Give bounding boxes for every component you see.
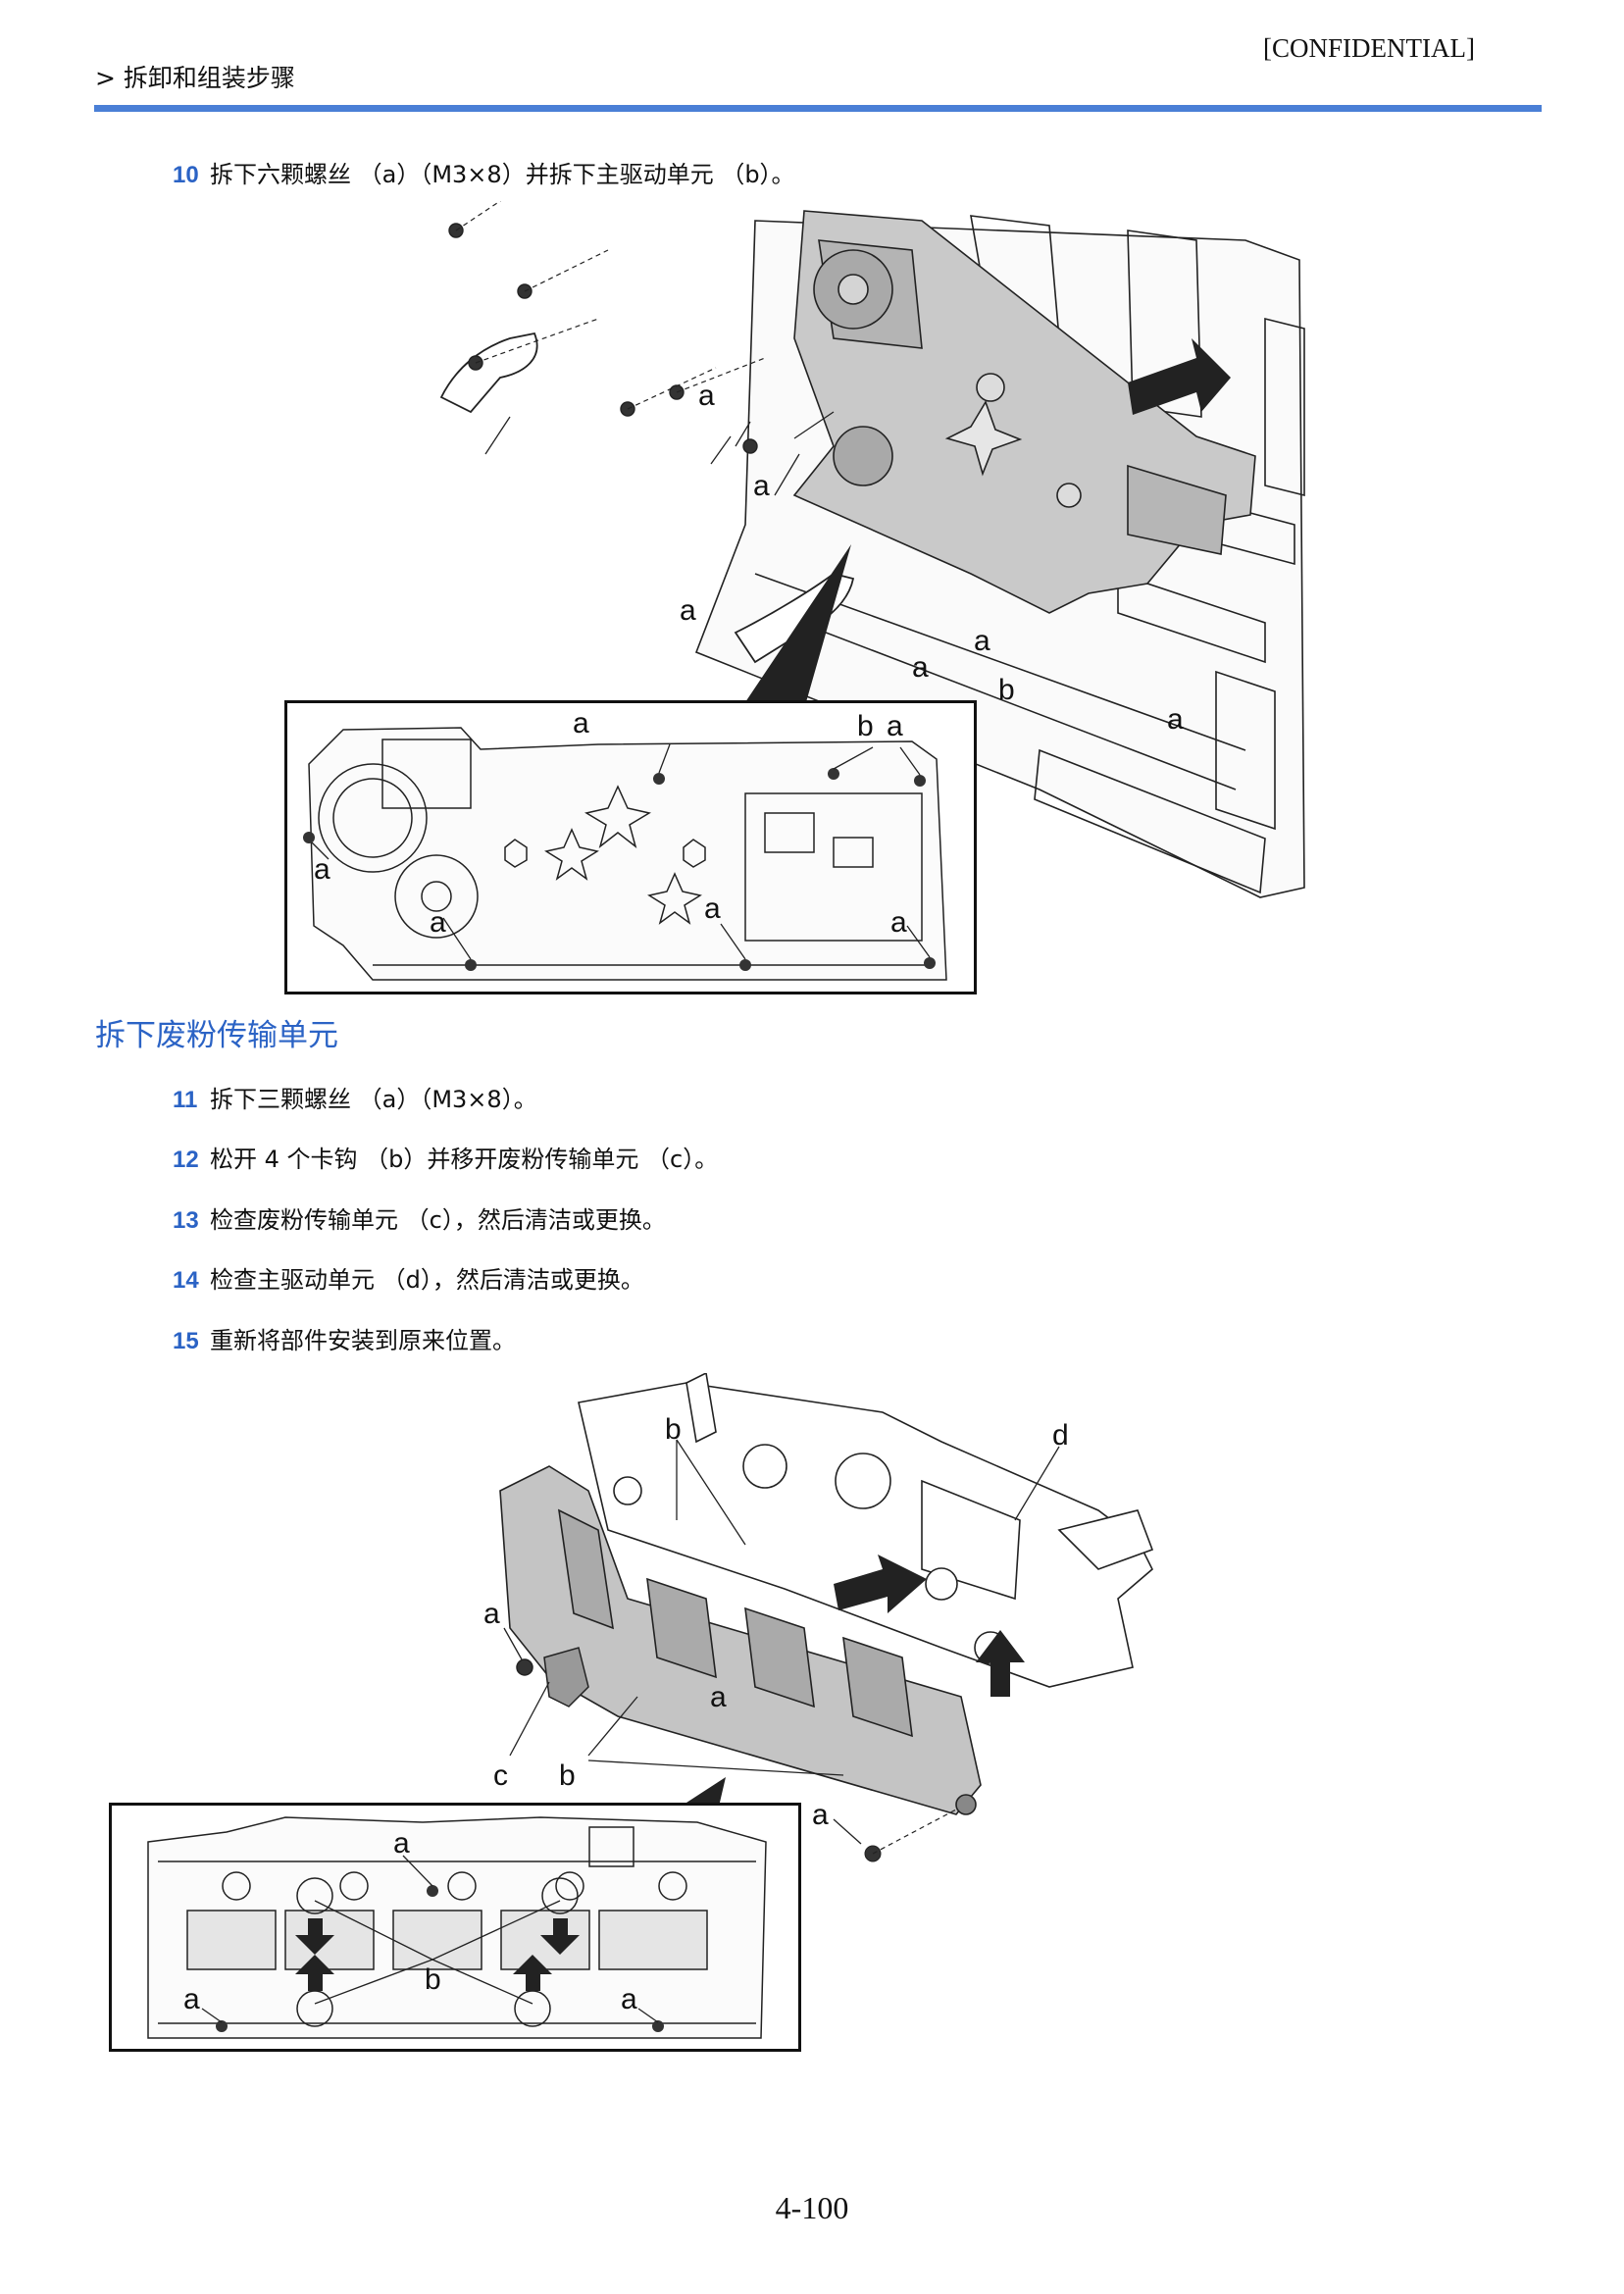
step-number: 15 bbox=[173, 1328, 199, 1354]
step-13: 13 检查废粉传输单元 （c），然后清洁或更换。 bbox=[173, 1200, 666, 1235]
gear-bracket bbox=[516, 1647, 589, 1708]
callout-a: a bbox=[1167, 703, 1184, 736]
step-14: 14 检查主驱动单元 （d），然后清洁或更换。 bbox=[173, 1260, 644, 1295]
screw-icon bbox=[924, 957, 936, 969]
inset-callout-a: a bbox=[183, 1983, 200, 2015]
step-12: 12 松开 4 个卡钩 （b）并移开废粉传输单元 （c）。 bbox=[173, 1140, 718, 1174]
inset-callout-a: a bbox=[314, 853, 330, 886]
step-text: 松开 4 个卡钩 （b）并移开废粉传输单元 （c）。 bbox=[210, 1146, 719, 1173]
section-heading: 拆下废粉传输单元 bbox=[95, 1018, 338, 1053]
main-drive-unit bbox=[792, 210, 1256, 614]
header-rule bbox=[94, 105, 1542, 112]
screw-icon bbox=[914, 775, 926, 787]
inset-callout-a: a bbox=[621, 1983, 637, 2015]
step-text: 拆下六颗螺丝 （a）（M3×8）并拆下主驱动单元 （b）。 bbox=[210, 161, 795, 188]
callout-a: a bbox=[753, 470, 770, 502]
step-number: 11 bbox=[173, 1087, 198, 1113]
step-text: 检查废粉传输单元 （c），然后清洁或更换。 bbox=[210, 1206, 666, 1234]
screw-icon bbox=[742, 438, 758, 454]
removal-arrow-icon bbox=[834, 1555, 927, 1613]
step-text: 拆下三颗螺丝 （a）（M3×8）。 bbox=[210, 1086, 537, 1113]
step-number: 14 bbox=[173, 1267, 199, 1294]
step-11: 11 拆下三颗螺丝 （a）（M3×8）。 bbox=[173, 1080, 537, 1114]
page-number: 4-100 bbox=[775, 2190, 849, 2225]
callout-d: d bbox=[1052, 1419, 1069, 1452]
callout-c: c bbox=[493, 1759, 508, 1792]
down-arrow-icon bbox=[540, 1918, 580, 1955]
step-number: 12 bbox=[173, 1147, 199, 1173]
lift-arrow-icon bbox=[976, 1630, 1025, 1697]
figure1-labels: a a a a a b a bbox=[680, 380, 1184, 736]
inset-callout-a: a bbox=[890, 906, 907, 939]
inset-callout-b: b bbox=[425, 1963, 441, 1996]
step-10: 10 拆下六颗螺丝 （a）（M3×8）并拆下主驱动单元 （b）。 bbox=[173, 155, 795, 189]
inset-callout-a: a bbox=[393, 1827, 410, 1860]
main-drive-detail-inset: a b a a a a a bbox=[284, 700, 977, 994]
callout-b: b bbox=[559, 1759, 576, 1792]
step-text: 检查主驱动单元 （d），然后清洁或更换。 bbox=[210, 1266, 644, 1294]
callout-a: a bbox=[974, 625, 990, 657]
removal-arrow-icon bbox=[1128, 338, 1231, 415]
screw-icon bbox=[427, 1885, 438, 1897]
breadcrumb[interactable]: > 拆卸和组装步骤 bbox=[95, 64, 295, 92]
step-number: 10 bbox=[173, 162, 199, 188]
step-number: 13 bbox=[173, 1207, 199, 1234]
callout-a: a bbox=[912, 651, 929, 684]
waste-toner-unit-diagram: b d a a c b a bbox=[483, 1373, 1154, 1862]
waste-toner-unit bbox=[499, 1465, 982, 1815]
inset-callout-b: b bbox=[857, 710, 874, 742]
inset-callout-a: a bbox=[573, 707, 589, 739]
screw-icon bbox=[465, 959, 477, 971]
screw-icon bbox=[828, 768, 839, 780]
step-text: 重新将部件安装到原来位置。 bbox=[210, 1327, 516, 1354]
callout-a: a bbox=[812, 1799, 829, 1831]
up-arrow-icon bbox=[295, 1955, 334, 1991]
confidential-label: [CONFIDENTIAL] bbox=[1263, 33, 1475, 63]
callout-a: a bbox=[710, 1681, 727, 1713]
callout-b: b bbox=[998, 674, 1015, 706]
down-arrow-icon bbox=[295, 1918, 334, 1955]
callout-a: a bbox=[680, 594, 696, 627]
callout-a: a bbox=[698, 380, 715, 412]
callout-b: b bbox=[665, 1413, 682, 1446]
inset-callout-a: a bbox=[704, 892, 721, 925]
screw-icon bbox=[652, 2020, 664, 2032]
main-drive-unit-diagram: a a bbox=[439, 201, 1305, 898]
screw-icon bbox=[216, 2020, 228, 2032]
inset-callout-a: a bbox=[430, 906, 446, 939]
step-15: 15 重新将部件安装到原来位置。 bbox=[173, 1321, 516, 1355]
waste-toner-detail-inset: a b a a bbox=[109, 1803, 801, 2052]
screw-icon bbox=[303, 832, 315, 843]
inset-callout-a: a bbox=[887, 710, 903, 742]
up-arrow-icon bbox=[513, 1955, 552, 1991]
callout-a: a bbox=[483, 1598, 500, 1630]
screw-icon bbox=[653, 773, 665, 785]
screw-icon bbox=[739, 959, 751, 971]
